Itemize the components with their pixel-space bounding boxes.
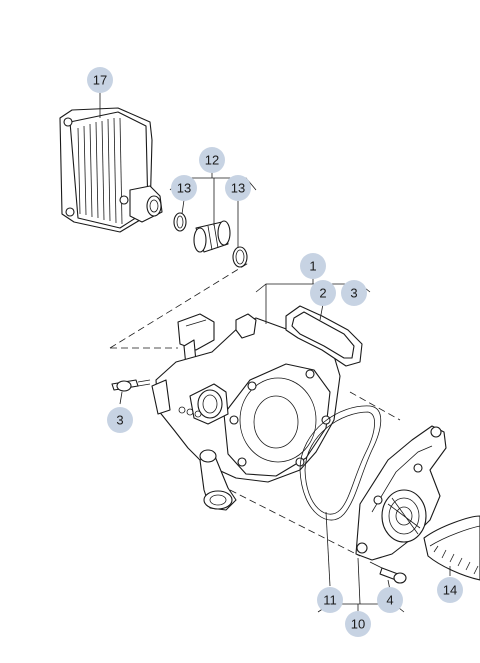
callout-3-left: 3 [107, 407, 133, 433]
svg-text:13: 13 [177, 181, 191, 196]
callout-13-right: 13 [225, 175, 251, 201]
svg-text:1: 1 [309, 259, 316, 274]
callout-13-left: 13 [171, 175, 197, 201]
svg-text:2: 2 [319, 286, 326, 301]
callout-3-top: 3 [341, 280, 367, 306]
svg-text:14: 14 [443, 583, 457, 598]
callout-1: 1 [300, 253, 326, 279]
assembly-line-cooler [109, 261, 251, 349]
svg-text:13: 13 [231, 181, 245, 196]
svg-text:12: 12 [205, 153, 219, 168]
svg-text:4: 4 [386, 593, 393, 608]
svg-text:3: 3 [116, 413, 123, 428]
o-ring-left [173, 212, 187, 232]
callout-11: 11 [317, 587, 343, 613]
callout-17: 17 [87, 67, 113, 93]
callout-4: 4 [377, 587, 403, 613]
coolant-pump [355, 425, 447, 561]
gasket [285, 305, 363, 367]
svg-text:3: 3 [350, 286, 357, 301]
assembly-line-pump-top [349, 391, 401, 421]
toothed-belt [423, 515, 480, 581]
coolant-pump-housing [151, 313, 341, 511]
assembly-line-pump-bottom [229, 489, 361, 557]
callout-14: 14 [437, 577, 463, 603]
oil-cooler [59, 107, 163, 233]
o-ring-right [232, 246, 248, 268]
svg-text:17: 17 [93, 73, 107, 88]
svg-text:10: 10 [351, 617, 365, 632]
callout-12: 12 [199, 147, 225, 173]
connector-pipe [193, 220, 231, 253]
bolt-right [369, 561, 407, 584]
callout-2: 2 [310, 280, 336, 306]
svg-text:11: 11 [323, 593, 337, 608]
bolt-left [111, 379, 151, 392]
callout-10: 10 [345, 611, 371, 637]
